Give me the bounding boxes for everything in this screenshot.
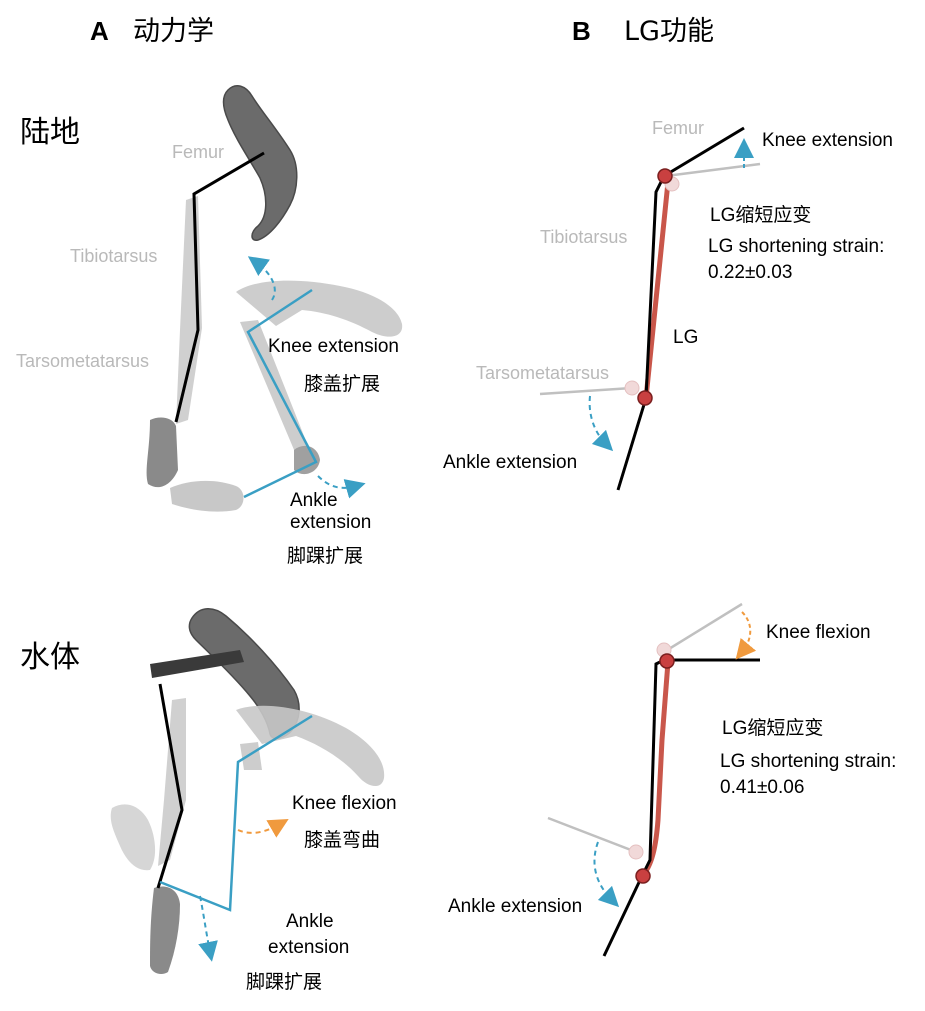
b-land-strain-en: LG shortening strain: bbox=[708, 236, 885, 257]
panel-a-title: 动力学 bbox=[133, 16, 214, 47]
water-ankle-en-1: Ankle bbox=[286, 911, 334, 932]
b-land-strain-cn: LG缩短应变 bbox=[710, 205, 812, 226]
water-ankle-arrow bbox=[198, 895, 218, 962]
land-tibiotarsus-label: Tibiotarsus bbox=[70, 246, 158, 266]
water-foot-shadow-b bbox=[150, 886, 180, 974]
b-water-knee-label: Knee flexion bbox=[766, 622, 871, 643]
land-ankle-en-1: Ankle bbox=[290, 490, 338, 511]
land-skeleton bbox=[146, 85, 403, 512]
land-ankle-arrow bbox=[317, 475, 366, 499]
land-ankle-en-2: extension bbox=[290, 512, 372, 533]
water-skeleton bbox=[110, 608, 385, 974]
land-femur-bone bbox=[222, 85, 298, 241]
land-moving-tibio-shadow bbox=[240, 320, 312, 464]
b-lg-label: LG bbox=[673, 327, 699, 348]
land-knee-arrow bbox=[247, 256, 276, 301]
b-land-strain-val: 0.22±0.03 bbox=[708, 262, 793, 283]
condition-water: 水体 bbox=[20, 640, 80, 675]
condition-land: 陆地 bbox=[20, 115, 80, 150]
water-foot-shadow-a bbox=[110, 804, 156, 871]
land-toe-shadow bbox=[170, 480, 244, 512]
water-function-diagram bbox=[547, 602, 760, 957]
land-knee-en: Knee extension bbox=[268, 336, 399, 357]
water-function-ankle-arrow bbox=[593, 841, 620, 908]
water-function-limb bbox=[602, 658, 760, 957]
land-moving-shadow bbox=[236, 280, 403, 337]
b-land-ankle-label: Ankle extension bbox=[443, 452, 578, 473]
water-tibio-shadow-a bbox=[240, 742, 262, 770]
b-femur-label: Femur bbox=[652, 118, 705, 138]
land-femur-label: Femur bbox=[172, 142, 225, 162]
water-knee-shadow bbox=[236, 705, 385, 787]
water-knee-cn: 膝盖弯曲 bbox=[304, 829, 381, 851]
land-ankle-joint bbox=[637, 390, 653, 406]
land-knee-joint bbox=[657, 168, 673, 184]
panel-b-letter: B bbox=[572, 16, 591, 46]
land-black-limb bbox=[174, 151, 265, 423]
water-ankle-cn: 脚踝扩展 bbox=[246, 971, 323, 993]
land-lg-muscle bbox=[643, 181, 671, 399]
b-water-ankle-label: Ankle extension bbox=[448, 896, 583, 917]
b-water-strain-en: LG shortening strain: bbox=[720, 751, 897, 772]
land-ankle-cn: 脚踝扩展 bbox=[287, 545, 364, 567]
land-knee-cn: 膝盖扩展 bbox=[304, 373, 381, 395]
b-water-strain-cn: LG缩短应变 bbox=[722, 718, 824, 739]
land-tarsometatarsus-label: Tarsometatarsus bbox=[16, 351, 150, 371]
land-blue-limb bbox=[243, 288, 318, 499]
water-black-limb bbox=[156, 683, 184, 889]
land-moving-foot-shadow bbox=[294, 445, 320, 475]
water-ankle-en-2: extension bbox=[268, 937, 350, 958]
b-tarsometatarsus-label: Tarsometatarsus bbox=[476, 363, 610, 383]
water-knee-joint bbox=[659, 653, 675, 669]
panel-a-letter: A bbox=[90, 16, 109, 46]
water-knee-arrow bbox=[237, 819, 289, 838]
land-foot-shadow bbox=[146, 417, 178, 488]
water-femur-stub bbox=[150, 650, 244, 678]
b-tibiotarsus-label: Tibiotarsus bbox=[540, 227, 628, 247]
water-knee-en: Knee flexion bbox=[292, 793, 397, 814]
b-water-strain-val: 0.41±0.06 bbox=[720, 777, 805, 798]
water-ankle-joint bbox=[635, 868, 651, 884]
b-land-knee-label: Knee extension bbox=[762, 130, 893, 151]
water-blue-limb bbox=[159, 714, 313, 912]
land-function-ankle-arrow bbox=[588, 395, 614, 452]
land-function-limb bbox=[616, 126, 745, 491]
panel-b-title: LG功能 bbox=[624, 16, 714, 47]
water-function-knee-arrow bbox=[735, 611, 757, 660]
land-function-diagram bbox=[539, 126, 761, 491]
